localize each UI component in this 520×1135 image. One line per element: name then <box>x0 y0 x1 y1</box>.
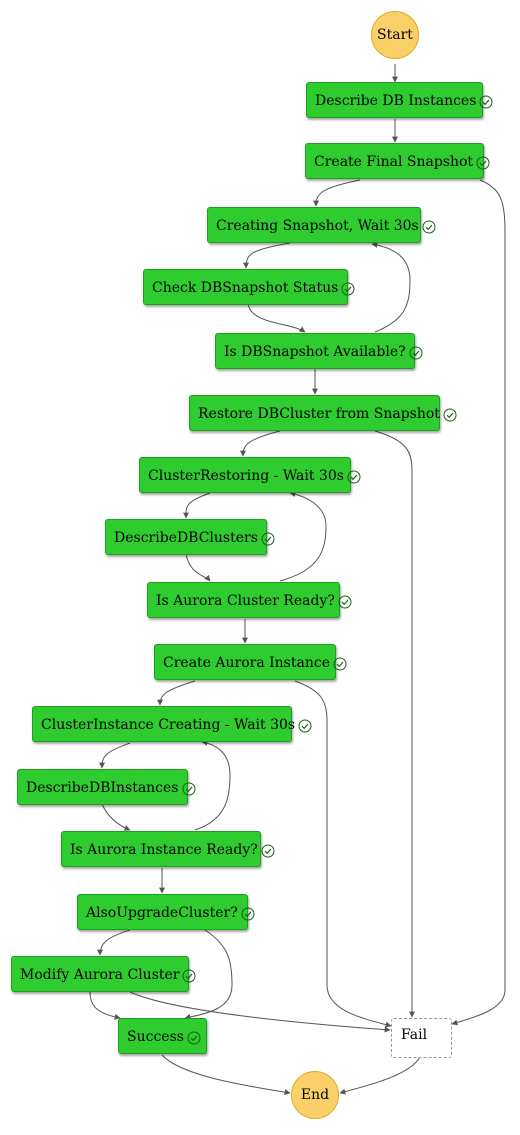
step-label: Is DBSnapshot Available? <box>224 344 406 360</box>
check-circle-icon <box>341 282 355 296</box>
arrow-create-final-snapshot-to-fail <box>451 179 506 1026</box>
check-circle-icon <box>479 95 493 109</box>
fail-label: Fail <box>401 1027 428 1043</box>
check-circle-icon <box>182 782 195 796</box>
arrow-fail-to-end <box>339 1056 421 1095</box>
arrow-create-instance-to-fail <box>294 680 392 1028</box>
step-label: Restore DBCluster from Snapshot <box>198 406 440 422</box>
arrow-create-instance-to-instance-creating <box>157 680 196 706</box>
step-label: Success <box>127 1029 184 1045</box>
check-circle-icon <box>261 844 275 858</box>
arrow-creating-snapshot-to-check-status <box>243 242 291 269</box>
step-is-dbsnapshot-available[interactable]: Is DBSnapshot Available? <box>215 333 423 369</box>
step-create-final-snapshot[interactable]: Create Final Snapshot <box>305 143 490 179</box>
arrow-check-status-to-is-available <box>247 303 306 333</box>
check-circle-icon <box>241 907 255 921</box>
arrow-also-upgrade-to-modify-cluster <box>97 929 131 956</box>
arrow-also-upgrade-to-success <box>184 929 233 1020</box>
check-circle-icon <box>347 470 361 484</box>
step-describedbinstances[interactable]: DescribeDBInstances <box>17 769 195 805</box>
arrow-is-available-loop-back <box>371 241 411 333</box>
step-label: ClusterRestoring - Wait 30s <box>148 468 344 484</box>
step-label: Create Aurora Instance <box>163 655 330 671</box>
step-label: ClusterInstance Creating - Wait 30s <box>41 717 296 733</box>
check-circle-icon <box>338 595 352 609</box>
arrow-instance-creating-to-describe-instances <box>99 742 131 769</box>
fail-node[interactable]: Fail <box>391 1018 452 1058</box>
step-label: Is Aurora Cluster Ready? <box>156 593 335 609</box>
step-label: DescribeDBInstances <box>26 780 179 796</box>
arrow-describe-instances-to-is-instance-ready <box>101 803 131 831</box>
arrow-success-to-end <box>161 1054 291 1096</box>
step-modify-aurora-cluster[interactable]: Modify Aurora Cluster <box>11 956 196 992</box>
step-restore-dbcluster-from-snapshot[interactable]: Restore DBCluster from Snapshot <box>189 395 457 431</box>
check-circle-icon <box>298 719 312 733</box>
start-node[interactable]: Start <box>371 11 419 59</box>
end-node[interactable]: End <box>291 1071 339 1119</box>
check-circle-icon <box>476 156 490 170</box>
step-create-aurora-instance[interactable]: Create Aurora Instance <box>154 644 347 680</box>
step-label: Describe DB Instances <box>315 93 477 109</box>
step-clusterinstance-creating-wait[interactable]: ClusterInstance Creating - Wait 30s <box>32 706 312 742</box>
step-label: AlsoUpgradeCluster? <box>86 905 238 921</box>
step-cluster-restoring-wait[interactable]: ClusterRestoring - Wait 30s <box>139 457 361 493</box>
arrow-create-final-snapshot-to-creating-snapshot <box>313 179 361 207</box>
step-is-aurora-instance-ready[interactable]: Is Aurora Instance Ready? <box>61 831 275 867</box>
step-success[interactable]: Success <box>118 1018 207 1054</box>
step-label: DescribeDBClusters <box>114 530 258 546</box>
check-circle-icon <box>187 1031 201 1045</box>
check-circle-icon <box>261 532 275 546</box>
arrow-modify-cluster-to-fail <box>129 991 391 1033</box>
step-label: Modify Aurora Cluster <box>20 967 180 983</box>
step-is-aurora-cluster-ready[interactable]: Is Aurora Cluster Ready? <box>147 582 352 618</box>
step-label: Check DBSnapshot Status <box>152 280 339 296</box>
arrow-is-instance-ready-loop-back <box>194 739 231 831</box>
arrow-is-cluster-ready-loop-back <box>279 491 327 582</box>
step-creating-snapshot-wait[interactable]: Creating Snapshot, Wait 30s <box>207 207 436 243</box>
step-label: Is Aurora Instance Ready? <box>70 842 258 858</box>
check-circle-icon <box>443 408 457 422</box>
step-label: Creating Snapshot, Wait 30s <box>216 218 419 234</box>
step-describedbclusters[interactable]: DescribeDBClusters <box>105 519 275 555</box>
arrow-describe-clusters-to-is-cluster-ready <box>185 553 211 582</box>
arrow-cluster-restoring-to-describe-clusters <box>182 492 211 519</box>
step-describe-db-instances[interactable]: Describe DB Instances <box>306 82 493 118</box>
arrow-modify-cluster-to-success <box>89 991 121 1020</box>
check-circle-icon <box>422 220 436 234</box>
check-circle-icon <box>333 657 347 671</box>
check-circle-icon <box>182 969 196 983</box>
step-label: Create Final Snapshot <box>314 154 474 170</box>
step-check-dbsnapshot-status[interactable]: Check DBSnapshot Status <box>143 269 355 305</box>
check-circle-icon <box>409 346 423 360</box>
arrow-restore-to-cluster-restoring <box>240 430 281 457</box>
step-also-upgrade-cluster[interactable]: AlsoUpgradeCluster? <box>77 894 255 930</box>
arrow-restore-to-fail <box>374 430 415 1018</box>
